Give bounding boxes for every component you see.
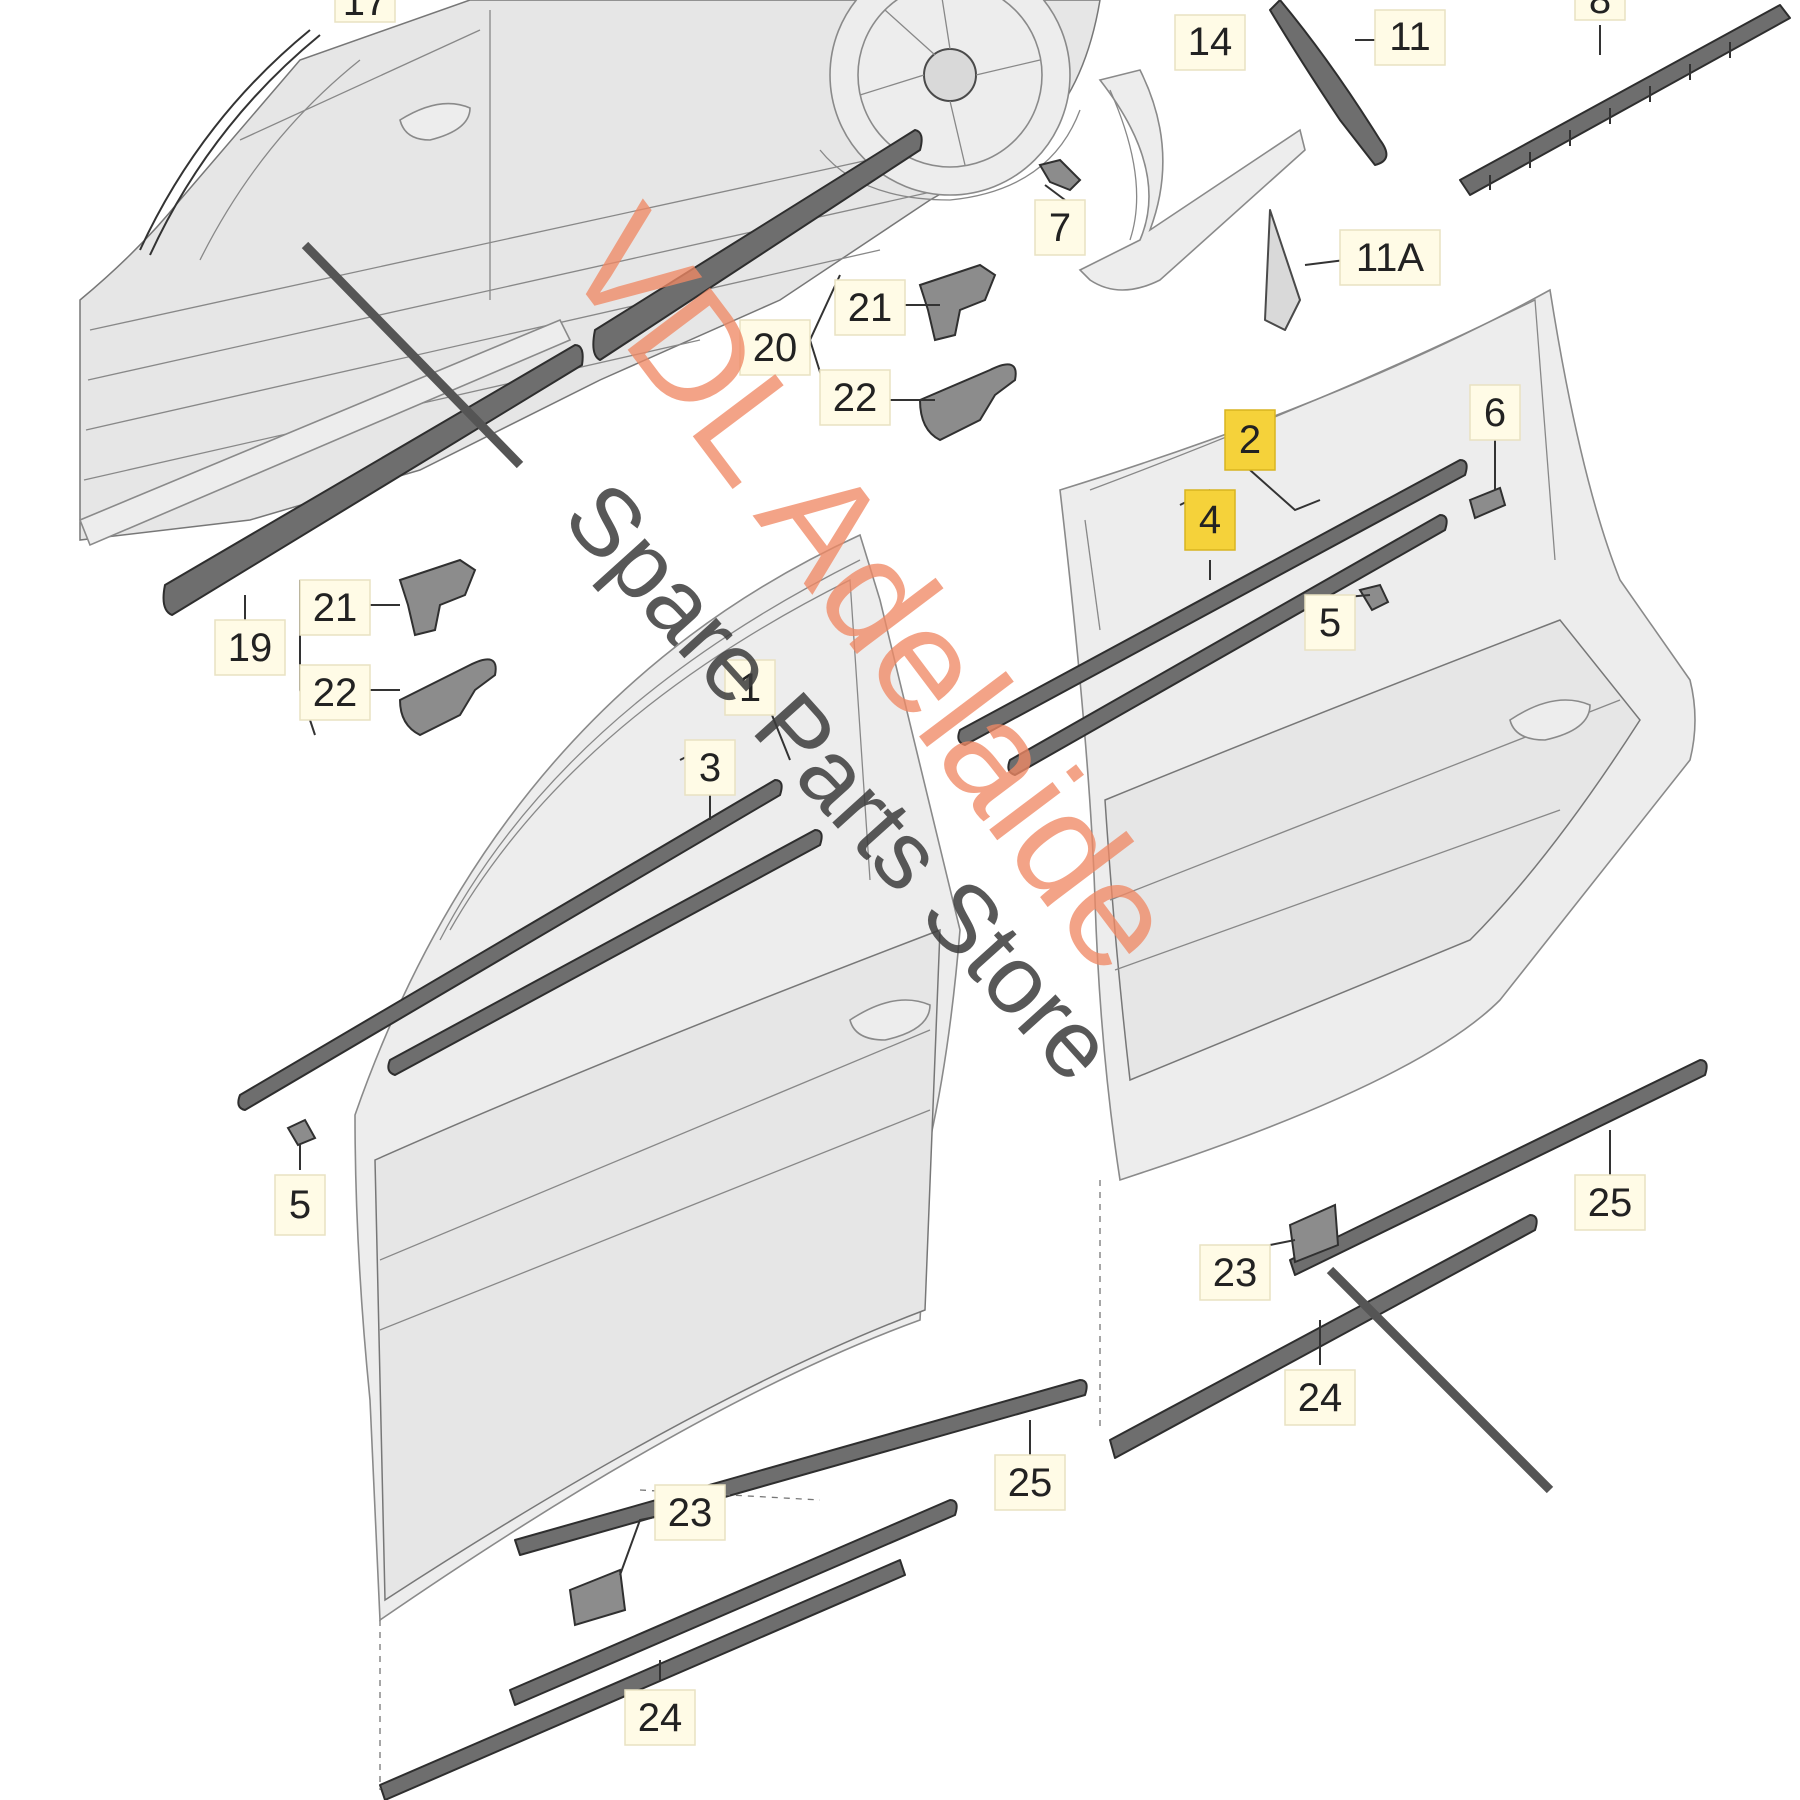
callout-4: 4: [1184, 489, 1236, 551]
callout-24-rear: 24: [1284, 1369, 1356, 1426]
svg-text:25: 25: [1588, 1181, 1633, 1225]
callout-5-front: 5: [274, 1174, 326, 1236]
callout-5-rear: 5: [1304, 594, 1356, 651]
svg-text:11A: 11A: [1356, 236, 1425, 280]
svg-text:7: 7: [1049, 206, 1071, 250]
callout-3: 3: [684, 739, 736, 796]
callout-25-rear: 25: [1574, 1174, 1646, 1231]
svg-text:24: 24: [638, 1696, 683, 1740]
vehicle-body-side: [78, 0, 1101, 547]
svg-text:19: 19: [228, 626, 273, 670]
callout-1: 1: [724, 659, 776, 716]
svg-text:2: 2: [1239, 418, 1261, 462]
callout-7: 7: [1034, 199, 1086, 256]
svg-text:21: 21: [848, 286, 893, 330]
svg-text:5: 5: [289, 1183, 311, 1227]
callout-6: 6: [1469, 384, 1521, 441]
callout-11: 11: [1374, 9, 1446, 66]
svg-text:22: 22: [833, 376, 878, 420]
window-trim-parts-top: [1038, 0, 1791, 331]
door-clip-set-upper: [918, 263, 1017, 442]
front-door-panel: [237, 533, 961, 1622]
callout-19: 19: [214, 619, 286, 676]
callout-14: 14: [1174, 14, 1246, 71]
svg-text:8: 8: [1589, 0, 1611, 22]
callout-21-upper: 21: [834, 279, 906, 336]
callout-23-rear: 23: [1199, 1244, 1271, 1301]
callout-21-lower: 21: [299, 579, 371, 636]
svg-text:3: 3: [699, 746, 721, 790]
callout-2: 2: [1224, 409, 1276, 471]
svg-text:21: 21: [313, 586, 358, 630]
callout-17: 17: [334, 0, 396, 24]
svg-text:23: 23: [668, 1491, 713, 1535]
svg-text:14: 14: [1188, 20, 1233, 64]
callout-22-upper: 22: [819, 369, 891, 426]
callout-11a: 11A: [1339, 229, 1441, 286]
callout-labels: 17 14 11 8 7 11A 21 20 22 21 19 22 6 2 4…: [214, 0, 1646, 1746]
svg-text:23: 23: [1213, 1251, 1258, 1295]
door-clip-set-lower: [398, 558, 497, 737]
svg-text:5: 5: [1319, 601, 1341, 645]
watermark-slashes: [301, 241, 1554, 1494]
rear-door-lower-trims: [1099, 1059, 1708, 1459]
svg-text:25: 25: [1008, 1461, 1053, 1505]
callout-22-lower: 22: [299, 664, 371, 721]
svg-text:6: 6: [1484, 391, 1506, 435]
callout-24-front: 24: [624, 1689, 696, 1746]
callout-25-front: 25: [994, 1454, 1066, 1511]
svg-text:22: 22: [313, 671, 358, 715]
svg-text:17: 17: [343, 0, 388, 24]
svg-text:4: 4: [1199, 498, 1221, 542]
svg-text:11: 11: [1389, 15, 1431, 59]
svg-text:20: 20: [753, 326, 798, 370]
sill-trim-strips: [162, 129, 923, 616]
svg-text:24: 24: [1298, 1376, 1343, 1420]
callout-8: 8: [1574, 0, 1626, 22]
svg-text:1: 1: [739, 666, 761, 710]
callout-20: 20: [739, 319, 811, 376]
callout-23-front: 23: [654, 1484, 726, 1541]
